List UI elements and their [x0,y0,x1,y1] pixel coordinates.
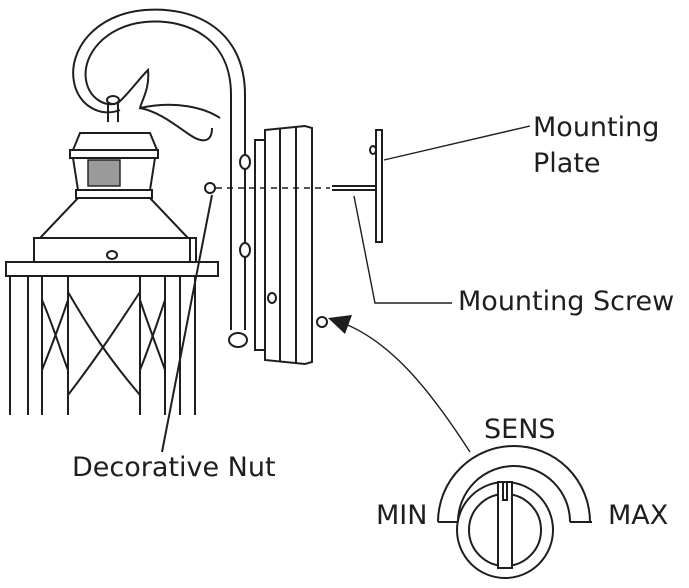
lantern-body [5,132,219,415]
mounting-plate-leader [383,125,531,161]
decorative-nut-part [161,182,216,453]
decorative-nut-label: Decorative Nut [72,452,276,483]
min-label: MIN [376,500,428,531]
sens-arrow-line [339,321,471,453]
mounting-screw-leader [353,195,452,304]
mounting-plate-label-line2: Plate [533,148,601,179]
canopy [254,124,328,366]
sens-label: SENS [484,414,556,445]
mounting-plate-label-line1: Mounting [533,112,660,143]
sens-arrowhead [328,315,352,334]
mounting-screw-label: Mounting Screw [458,286,675,317]
max-label: MAX [608,500,669,531]
mounting-plate-part [332,129,383,243]
scroll-arm [72,8,251,348]
sens-dial [437,445,592,579]
